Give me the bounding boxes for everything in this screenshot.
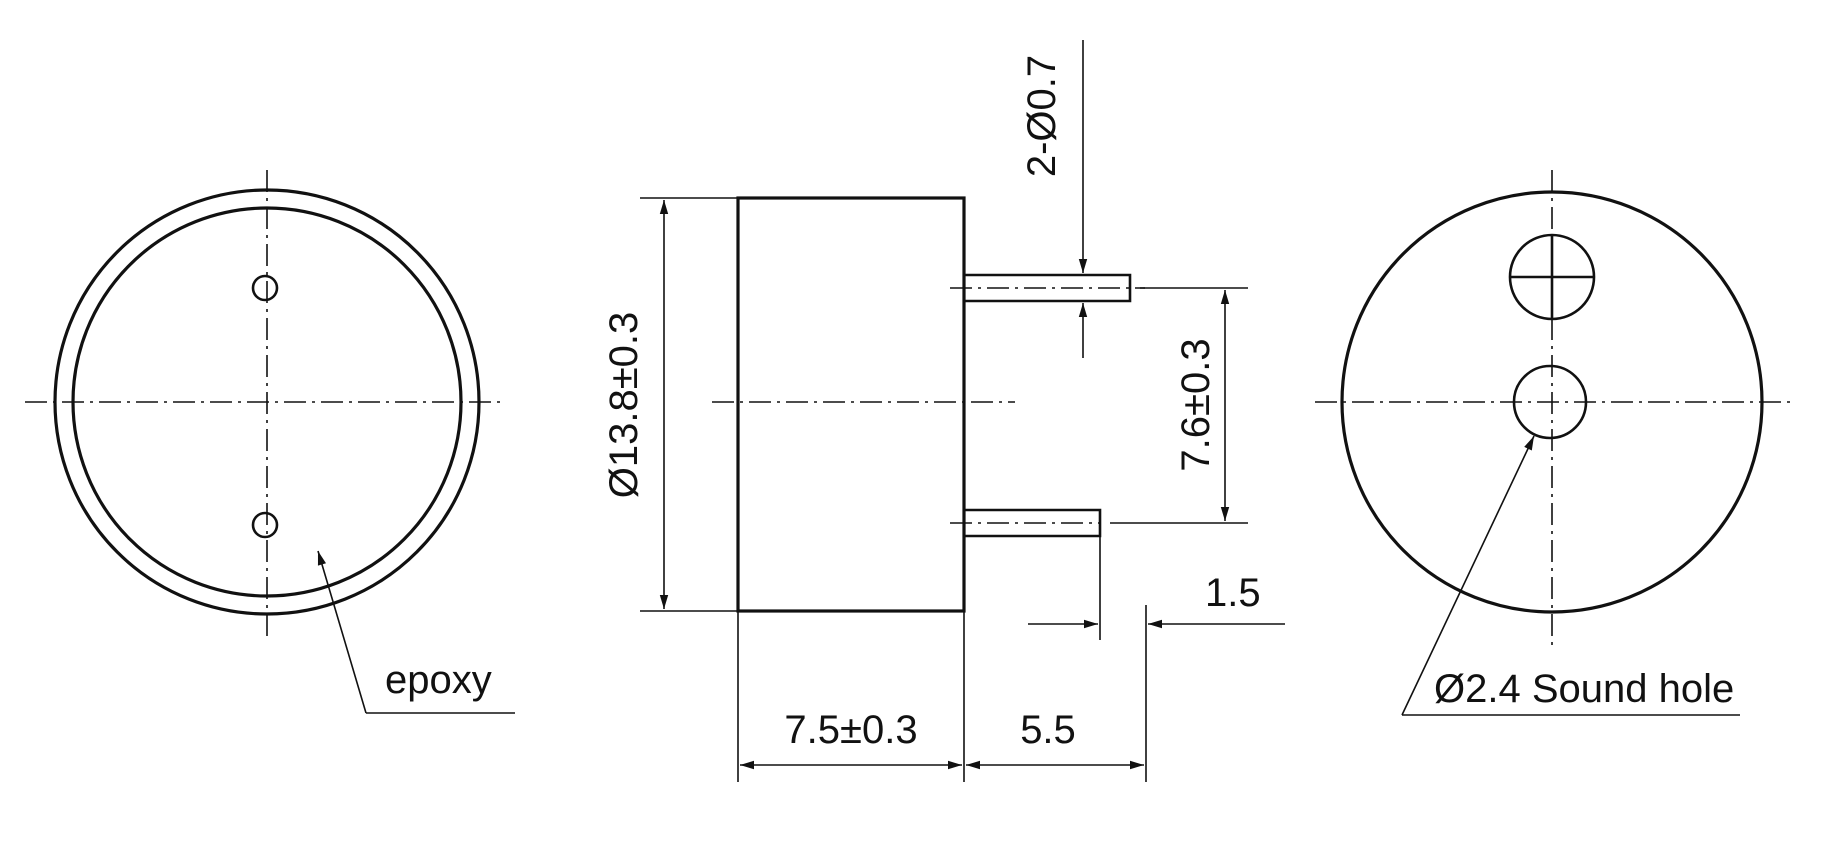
body-diameter-label: Ø13.8±0.3	[602, 312, 646, 499]
top-pin	[964, 273, 1132, 303]
sound-hole-leader-line	[1401, 435, 1535, 716]
pin-diameter-label: 2-Ø0.7	[1020, 55, 1064, 177]
pin-offset-label: 1.5	[1205, 571, 1261, 615]
body-height-label: 7.5±0.3	[784, 708, 917, 752]
epoxy-label: epoxy	[385, 658, 492, 702]
top-view: Ø2.4 Sound hole	[1315, 170, 1790, 716]
bottom-view-pin-hole-top	[251, 274, 279, 302]
sound-hole-circle	[1512, 364, 1588, 440]
sound-hole-label: Ø2.4 Sound hole	[1434, 667, 1734, 711]
side-view-body	[736, 196, 966, 613]
epoxy-leader-line	[317, 550, 367, 714]
pin-spacing-label: 7.6±0.3	[1174, 338, 1218, 471]
side-view: Ø13.8±0.3 2-Ø0.7 7.6±0.3 1.5 7.5±0.3 5.5	[602, 40, 1285, 782]
pin-length-label: 5.5	[1020, 708, 1076, 752]
bottom-view: epoxy	[25, 170, 515, 714]
bottom-view-pin-hole-bottom	[251, 511, 279, 539]
